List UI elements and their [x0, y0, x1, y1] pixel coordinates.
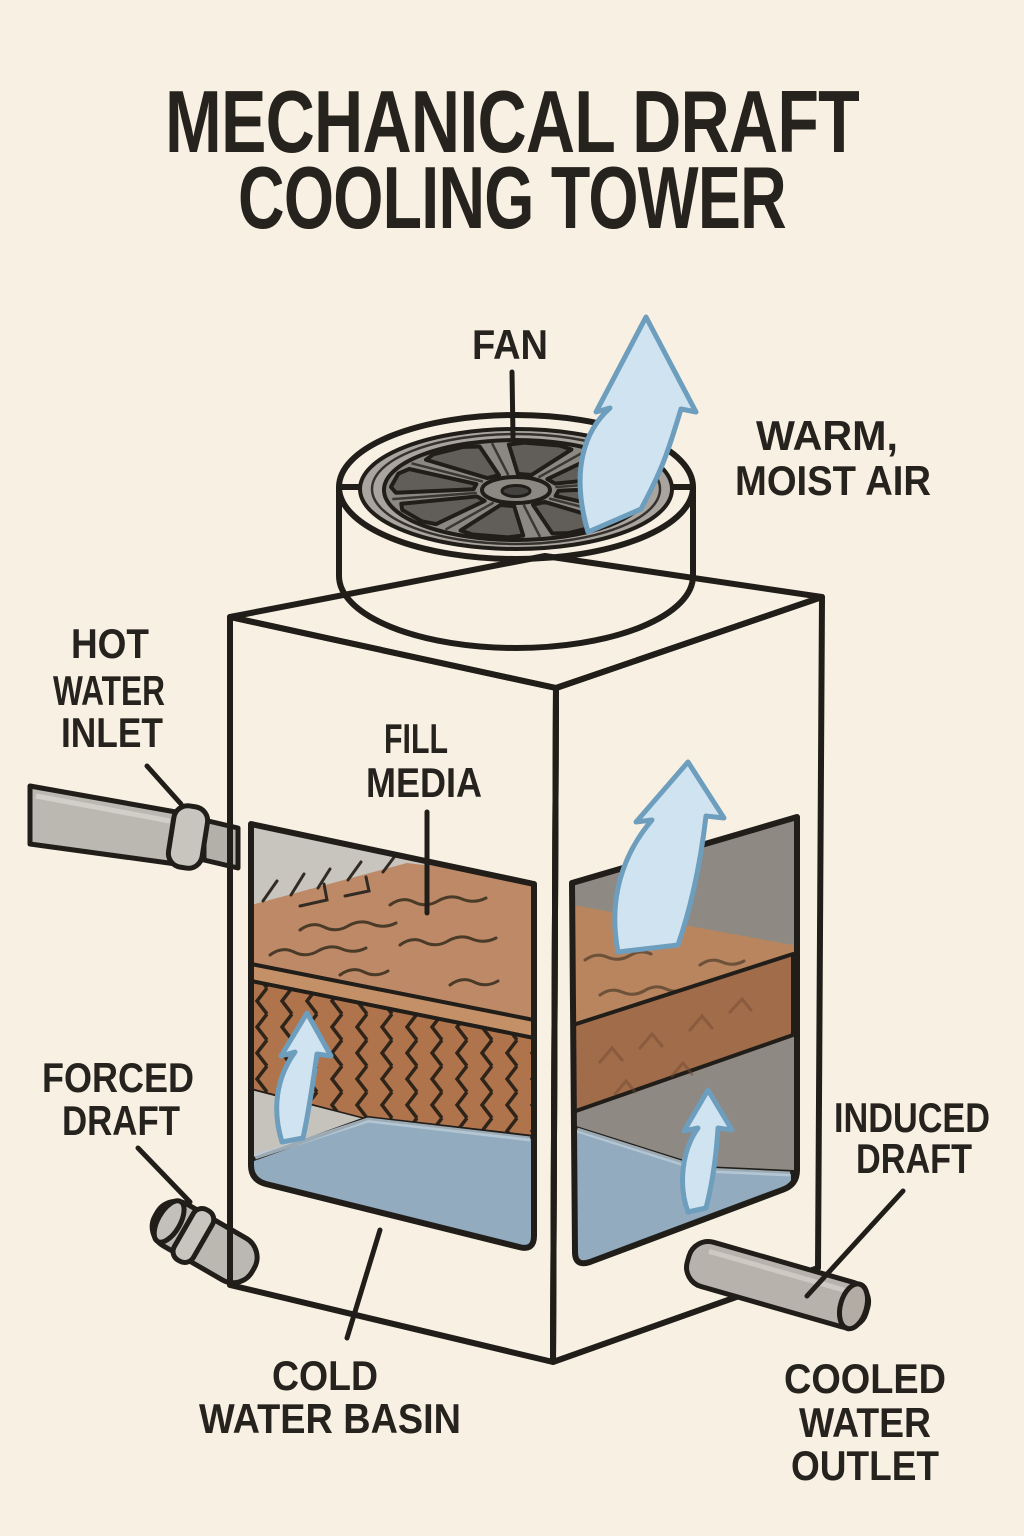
- fan-blade: [493, 442, 573, 477]
- fan-blade: [422, 444, 520, 483]
- left-window-frame: [248, 821, 537, 1251]
- rising-air-arrow: [612, 759, 727, 955]
- title-line-2: COOLING TOWER: [238, 148, 786, 247]
- label-fan: FAN: [472, 321, 548, 368]
- fan-rim-outer: [336, 412, 696, 562]
- leader-induced-draft: [804, 1188, 906, 1299]
- label-forced-draft-2: DRAFT: [62, 1097, 180, 1144]
- fill-media-front-texture: [251, 979, 534, 1166]
- fan-blade: [459, 503, 539, 538]
- right-window-frame: [569, 814, 800, 1267]
- label-hot-water-inlet-1: HOT: [71, 620, 149, 667]
- leader-hot-water-inlet: [144, 763, 184, 807]
- title-line-1: MECHANICAL DRAFT: [165, 72, 859, 171]
- fan-hub-hole: [500, 484, 532, 498]
- label-fill-media-2: MEDIA: [366, 759, 482, 806]
- fan-cylinder: [336, 484, 696, 651]
- label-cooled-water-outlet-3: OUTLET: [791, 1442, 939, 1489]
- tower: [227, 314, 825, 1365]
- induced-draft-arrow-small: [680, 1087, 735, 1215]
- warm-air-arrow: [577, 314, 699, 535]
- label-fill-media-1: FILL: [384, 715, 448, 762]
- fill-media-side-chevrons: [598, 996, 753, 1096]
- label-induced-draft-2: DRAFT: [856, 1135, 972, 1182]
- label-forced-draft-1: FORCED: [42, 1054, 194, 1101]
- label-cooled-water-outlet-1: COOLED: [784, 1355, 946, 1402]
- label-induced-draft-1: INDUCED: [834, 1094, 990, 1141]
- fill-media-edge-band: [251, 962, 534, 1040]
- forced-draft-arrow: [274, 1010, 334, 1145]
- page-title: MECHANICAL DRAFT COOLING TOWER: [165, 72, 860, 247]
- fill-media-spray-marks: [261, 854, 500, 987]
- label-cooled-water-outlet-2: WATER: [799, 1399, 931, 1446]
- label-warm-moist-air-1: WARM,: [756, 412, 898, 459]
- label-cold-water-basin-1: COLD: [272, 1352, 378, 1399]
- label-hot-water-inlet-2: WATER: [53, 667, 165, 714]
- leader-cold-water-basin: [344, 1227, 383, 1341]
- label-warm-moist-air-2: MOIST AIR: [735, 457, 931, 504]
- fan-blade: [388, 468, 482, 498]
- leader-fan: [509, 369, 516, 440]
- label-hot-water-inlet-3: INLET: [61, 709, 163, 756]
- cooled-water-outlet-pipe: [684, 1239, 872, 1332]
- tower-front-edge: [550, 687, 559, 1363]
- leader-lines: [135, 369, 906, 1341]
- leader-forced-draft: [135, 1145, 193, 1205]
- labels: FAN WARM, MOIST AIR HOT WATER INLET FILL…: [42, 321, 990, 1489]
- fan-blade: [395, 488, 499, 525]
- label-cold-water-basin-2: WATER BASIN: [199, 1395, 461, 1442]
